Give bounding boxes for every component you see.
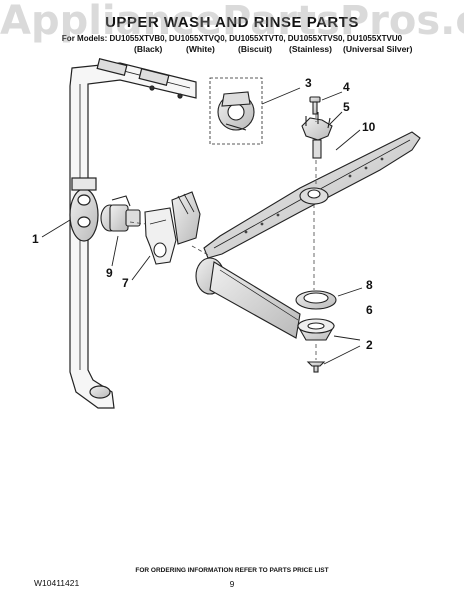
model-list: For Models: DU1055XTVB0, DU1055XTVQ0, DU… <box>61 34 403 43</box>
document-number: W10411421 <box>34 578 80 588</box>
color-label: (Universal Silver) <box>343 44 413 54</box>
color-label: (White) <box>186 44 215 54</box>
callout-3: 3 <box>305 76 312 90</box>
page-number: 9 <box>229 579 235 589</box>
screw-part <box>309 96 321 115</box>
callout-10: 10 <box>362 120 376 134</box>
color-label: (Stainless) <box>289 44 332 54</box>
assembly-guide-lines <box>129 114 317 360</box>
mounting-bracket <box>144 191 201 265</box>
color-label: (Biscuit) <box>238 44 272 54</box>
callout-4: 4 <box>343 80 350 94</box>
callout-9: 9 <box>106 266 113 280</box>
diverter-part <box>209 77 263 145</box>
manifold-tube <box>195 257 301 339</box>
callout-6: 6 <box>366 303 373 317</box>
bottom-screw <box>306 361 326 373</box>
seal-ring <box>295 290 337 310</box>
callout-7: 7 <box>122 276 129 290</box>
supply-tube <box>69 58 197 409</box>
callout-2: 2 <box>366 338 373 352</box>
spray-arm <box>203 131 421 259</box>
color-list: (Black) (White) (Biscuit) (Stainless) (U… <box>0 44 464 56</box>
hub-clip <box>301 112 333 159</box>
page-title: UPPER WASH AND RINSE PARTS <box>105 14 359 31</box>
leader-lines <box>41 87 363 365</box>
ordering-note: FOR ORDERING INFORMATION REFER TO PARTS … <box>135 567 329 574</box>
callout-1: 1 <box>32 232 39 246</box>
callout-8: 8 <box>366 278 373 292</box>
callout-5: 5 <box>343 100 350 114</box>
valve-fitting <box>100 195 141 232</box>
cone-nut <box>297 318 335 341</box>
color-label: (Black) <box>134 44 163 54</box>
